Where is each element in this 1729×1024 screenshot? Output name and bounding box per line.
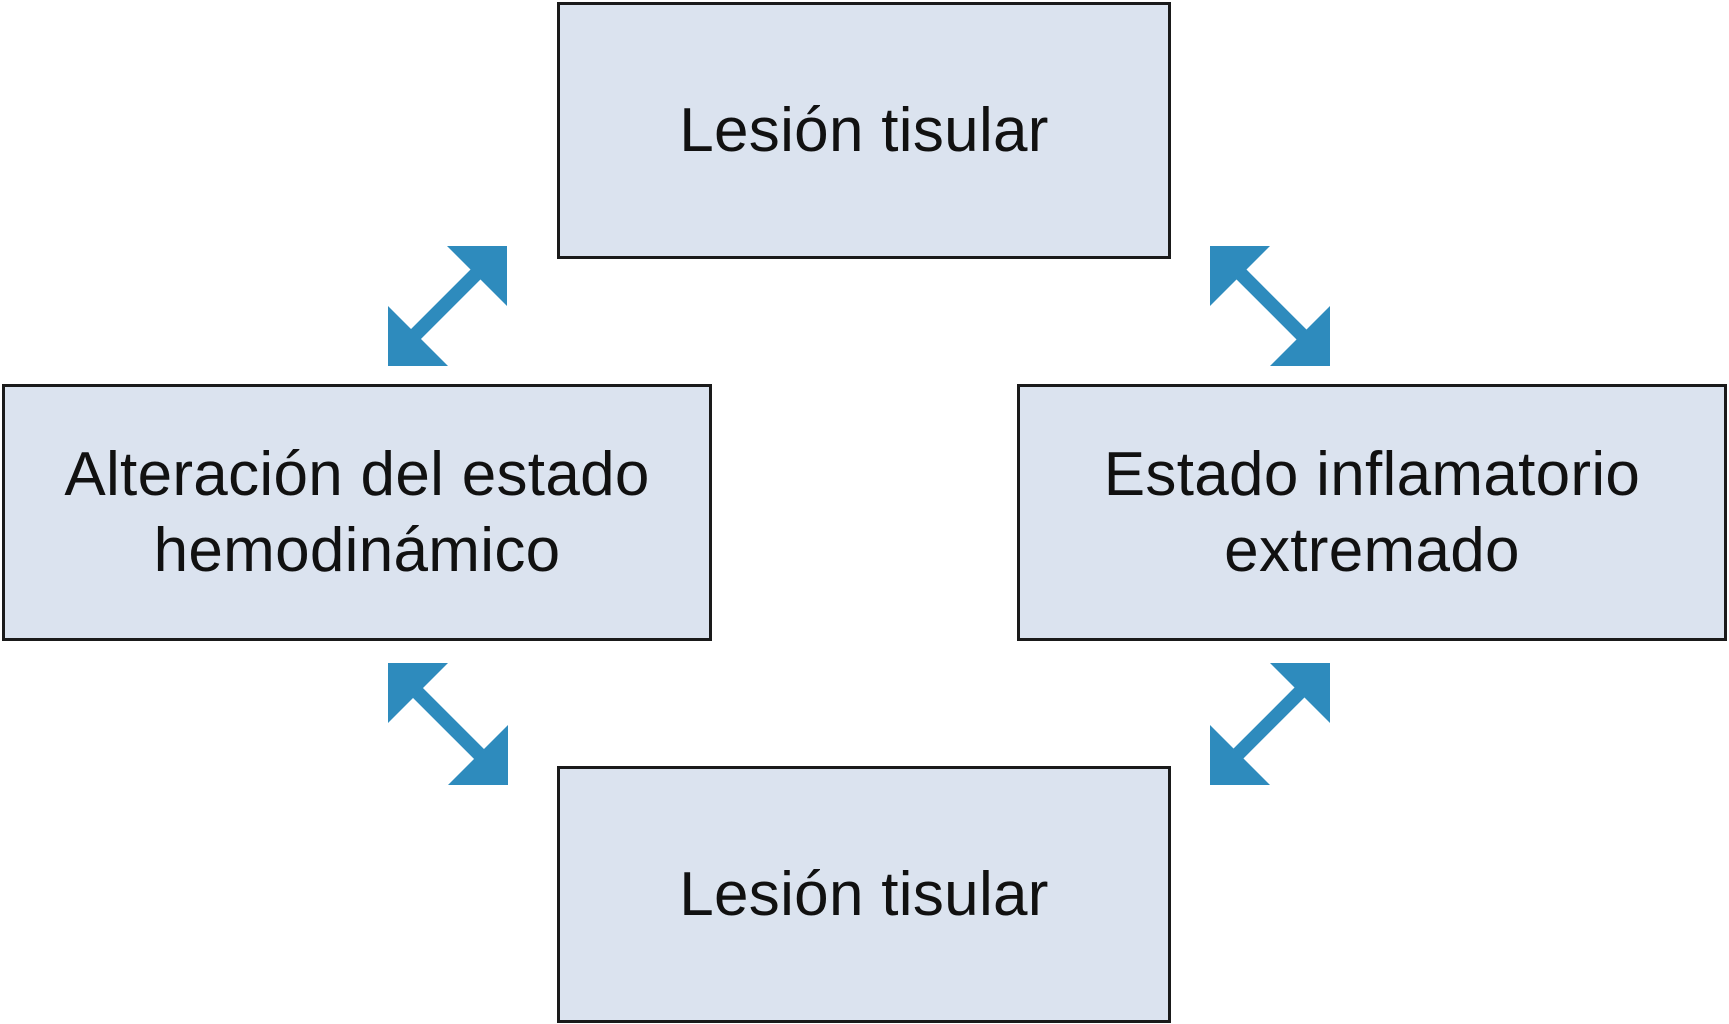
node-right-label-line1: Estado inflamatorio — [1103, 439, 1641, 509]
node-top-label: Lesión tisular — [679, 95, 1049, 165]
double-arrow-top-right — [1210, 246, 1330, 366]
node-lesion-tisular-bottom: Lesión tisular — [557, 766, 1171, 1023]
node-estado-inflamatorio-extremado: Estado inflamatorio extremado — [1017, 384, 1727, 641]
double-arrow-left-top — [388, 246, 507, 366]
node-left-label-line2: hemodinámico — [153, 515, 561, 585]
node-left-label-line1: Alteración del estado — [64, 439, 650, 509]
node-alteracion-estado-hemodinamico: Alteración del estado hemodinámico — [2, 384, 712, 641]
node-lesion-tisular-top: Lesión tisular — [557, 2, 1171, 259]
node-bottom-label: Lesión tisular — [679, 859, 1049, 929]
node-right-label-line2: extremado — [1224, 515, 1520, 585]
double-arrow-right-bottom — [1210, 663, 1330, 785]
double-arrow-left-bottom — [388, 663, 508, 785]
